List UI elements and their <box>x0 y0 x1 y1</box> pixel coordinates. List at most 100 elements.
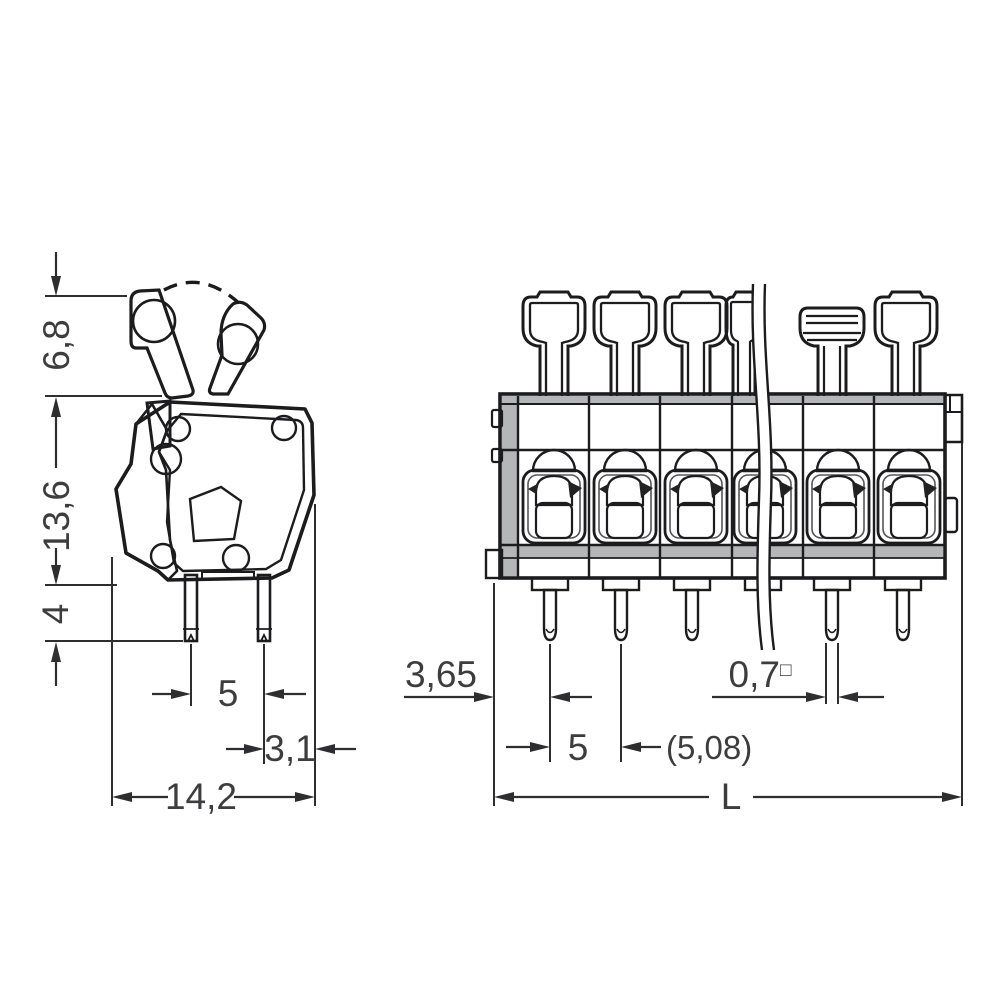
entry-recess <box>663 468 729 545</box>
wire-funnel <box>818 474 858 507</box>
dim-label-pin-pitch: 5 <box>568 727 589 768</box>
housing-hole <box>149 542 177 570</box>
mounting-tab <box>490 447 504 464</box>
mounting-tab <box>490 408 504 429</box>
wire-entry <box>663 448 729 545</box>
clamp-spring <box>886 448 932 473</box>
end-plate <box>502 396 518 576</box>
dim-edge-to-pin: 3,65 <box>404 583 592 806</box>
dim-label-body-height: 13,6 <box>36 480 77 552</box>
push-button-detail <box>670 301 722 400</box>
lever-pivot-hole <box>216 322 260 366</box>
dim-pin-spacing: 5 <box>152 644 306 764</box>
housing-hole <box>149 442 183 476</box>
dim-label-edge-to-pin: 3,65 <box>405 654 477 695</box>
solder-pin <box>613 588 629 642</box>
solder-pins-side <box>183 573 272 643</box>
pin-width-value: 0,7 <box>729 654 780 695</box>
break-line <box>751 283 776 651</box>
dim-body-height: 13,6 <box>36 395 162 586</box>
housing-hole <box>221 543 251 573</box>
right-side-tab <box>943 496 959 534</box>
solder-pins-front <box>530 576 923 642</box>
solder-pin <box>183 573 199 643</box>
entry-recess <box>876 468 942 545</box>
wire-entry <box>805 448 871 545</box>
lever-open-fill <box>131 290 194 398</box>
dim-label-pin-pitch-alt: (5,08) <box>666 729 752 766</box>
right-end-bracket <box>943 393 964 444</box>
push-button <box>521 290 587 402</box>
solder-pin <box>895 588 911 642</box>
entry-recess <box>592 468 658 545</box>
wire-funnel <box>605 474 645 507</box>
housing-hole <box>164 415 192 443</box>
housing-bottom-notch <box>201 571 255 579</box>
dim-lever-height: 6,8 <box>36 252 127 371</box>
dim-overall-width: 14,2 <box>111 557 315 817</box>
dim-pin-pitch: 5 (5,08) <box>506 644 752 768</box>
wire-port <box>889 501 929 540</box>
lever-open-outline <box>129 288 195 400</box>
dim-label-pin-length: 4 <box>35 604 76 625</box>
dim-label-pin-edge-offset: 3,1 <box>264 728 315 769</box>
dim-overall-length: L <box>494 443 963 817</box>
clamp-hook <box>812 481 866 498</box>
push-button-detail <box>599 301 651 400</box>
lever-pivot-hole <box>131 298 177 344</box>
wire-funnel <box>534 474 574 507</box>
wire-port <box>818 501 858 540</box>
clamp-hook <box>883 481 937 498</box>
push-button-pressed-detail <box>803 314 861 400</box>
left-bottom-step <box>484 548 504 580</box>
dim-label-pin-width: 0,7□ <box>729 654 792 695</box>
clamp-hook <box>670 481 724 498</box>
clamp-spring <box>531 448 577 473</box>
solder-pin <box>824 588 840 642</box>
clamp-hook <box>739 481 793 498</box>
entry-recess <box>521 468 587 545</box>
right-end-bracket-detail <box>945 395 962 413</box>
wire-port <box>534 501 574 540</box>
push-button-detail <box>528 301 580 400</box>
dim-label-pin-spacing: 5 <box>218 673 239 714</box>
clamp-spring <box>815 448 861 473</box>
clamp-spring <box>673 448 719 473</box>
side-view-drawing: 6,8 13,6 4 5 <box>35 252 356 817</box>
front-view-drawing: 3,65 0,7□ 5 (5,08) L <box>404 283 964 817</box>
housing-front-body <box>498 392 947 580</box>
wire-port <box>605 501 645 540</box>
dim-pin-length: 4 <box>35 604 183 686</box>
dim-pin-edge-offset: 3,1 <box>226 504 356 806</box>
solder-pin <box>256 573 272 643</box>
push-button-pressed <box>798 306 866 402</box>
housing-lower-strip <box>502 545 943 558</box>
dim-label-overall-length: L <box>721 776 742 817</box>
lever-seat-tab <box>145 399 172 451</box>
solder-pin <box>542 588 558 642</box>
dim-label-lever-height: 6,8 <box>36 319 77 370</box>
wire-entry <box>521 448 587 545</box>
push-button <box>592 290 658 402</box>
pin-tip-mark <box>545 628 908 634</box>
push-button-detail <box>880 301 932 400</box>
wire-port <box>676 501 716 540</box>
push-buttons <box>521 290 939 402</box>
housing-hole <box>270 414 298 442</box>
solder-pin <box>684 588 700 642</box>
wire-entry <box>876 448 942 545</box>
clamp-hook <box>528 481 582 498</box>
wire-entry <box>592 448 658 545</box>
housing-top-strip <box>502 396 943 405</box>
clamp-spring <box>602 448 648 473</box>
push-button <box>873 290 939 402</box>
entry-recess <box>805 468 871 545</box>
clamp-hook <box>599 481 653 498</box>
push-button <box>663 290 729 402</box>
pin-tip-mark <box>183 628 199 642</box>
dim-label-overall-width: 14,2 <box>165 776 237 817</box>
lever-closed-outline <box>207 300 267 396</box>
pin-width-square-symbol: □ <box>780 660 792 681</box>
